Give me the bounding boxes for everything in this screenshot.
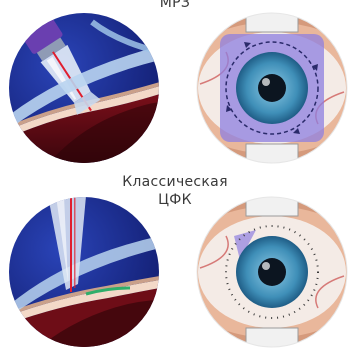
classic-cpc-probe-cross-section-icon <box>8 196 160 348</box>
label-mrz: МРЗ <box>0 0 350 12</box>
mrz-treatment-eye-icon <box>196 12 348 164</box>
label-classic: Классическая <box>0 174 350 191</box>
mrz-applicator-cross-section-icon <box>8 12 160 164</box>
classic-cpc-treatment-eye-icon <box>196 196 348 348</box>
